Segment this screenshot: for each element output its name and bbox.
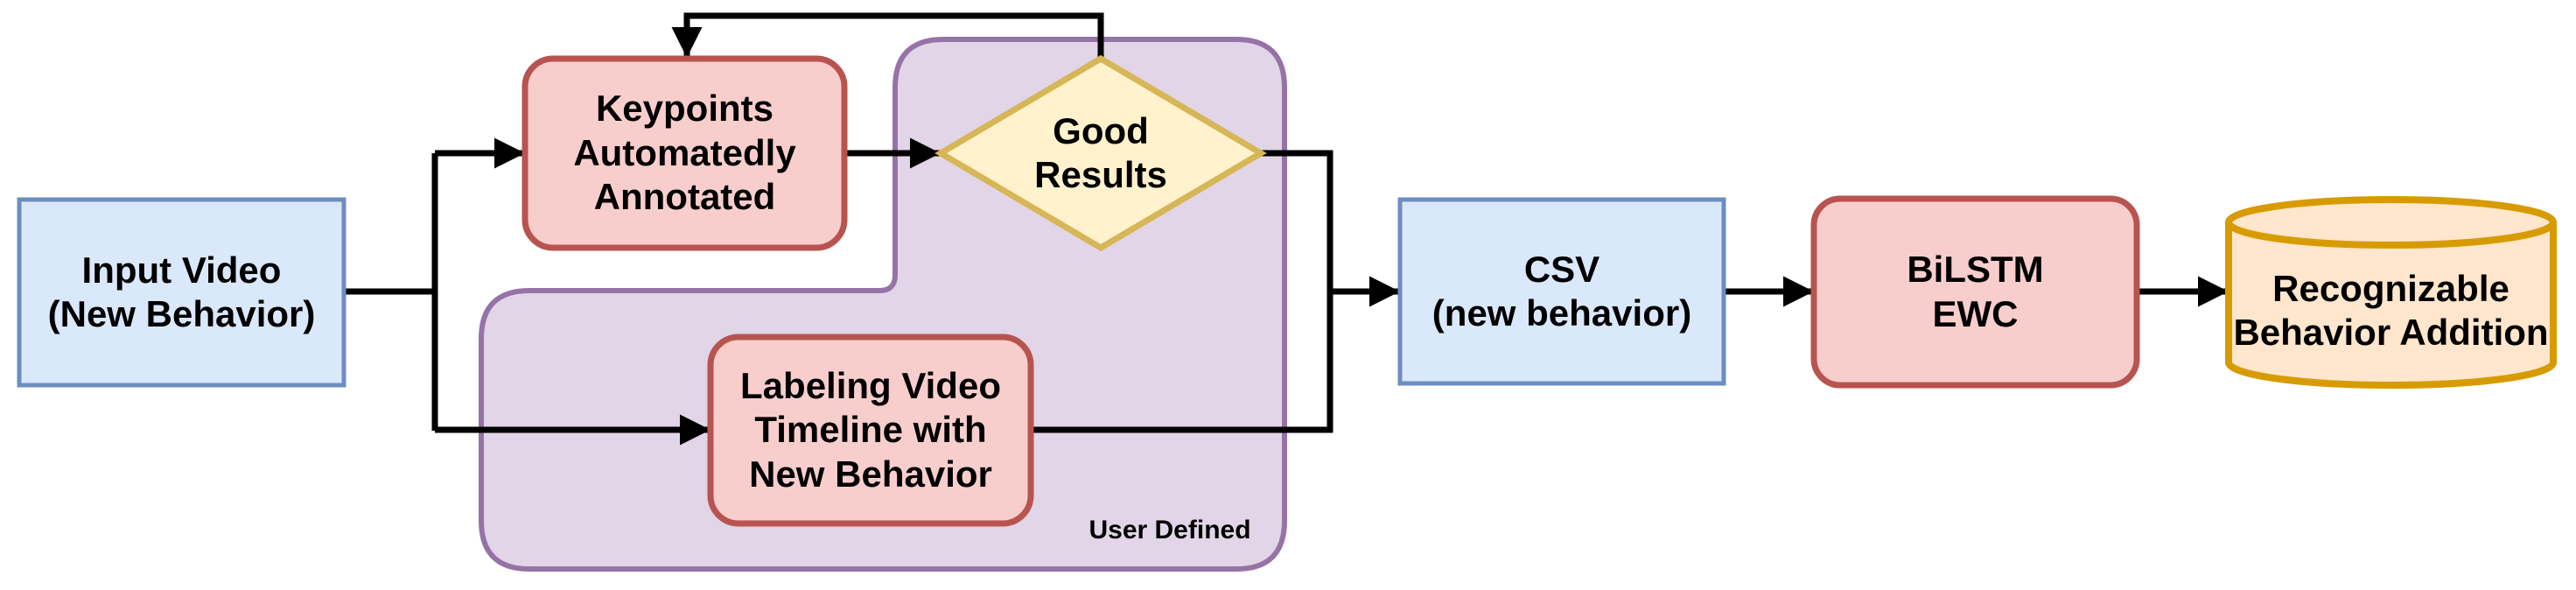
good-results-diamond [934,54,1267,252]
cylinder-top-ellipse-arc [2225,221,2557,249]
input-video-box [17,197,346,388]
csv-box [1397,197,1726,386]
keypoints-box [522,55,848,251]
edge-input-branch [344,153,438,431]
edge-feedback-loop [671,12,1104,59]
labeling-box [707,334,1034,527]
recognizable-cylinder [2225,196,2557,389]
bilstm-box [1810,195,2140,389]
